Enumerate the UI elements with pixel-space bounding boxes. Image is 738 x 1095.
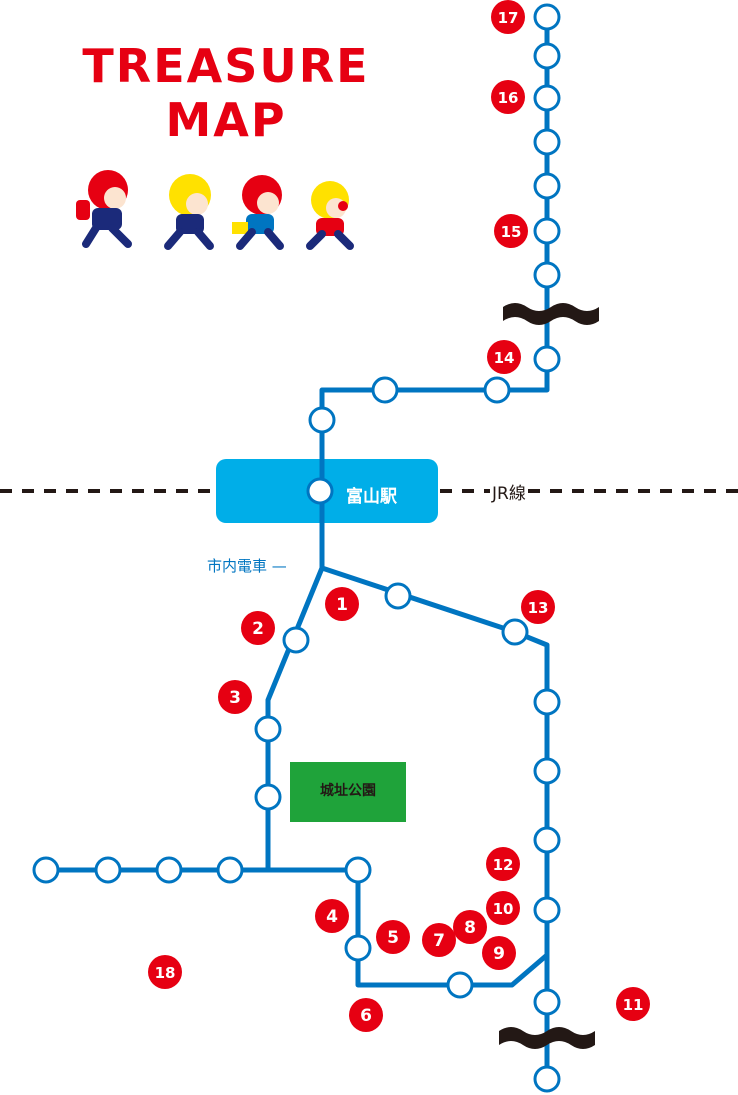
tram-stops — [32, 3, 561, 1093]
character-red-hair-runner — [76, 170, 132, 248]
spot-marker-1[interactable]: 1 — [325, 587, 359, 621]
character-red-hair-runner-with-book — [232, 175, 284, 250]
tram-label: 市内電車 — — [207, 557, 287, 575]
spot-number: 5 — [387, 928, 399, 948]
station-label: 富山駅 — [346, 487, 397, 507]
spot-number: 12 — [493, 856, 514, 874]
spot-number: 7 — [433, 931, 445, 951]
castle-park — [290, 762, 406, 822]
spot-marker-2[interactable]: 2 — [241, 611, 275, 645]
map-title-line-1: TREASURE — [82, 39, 370, 93]
park-label: 城址公園 — [320, 783, 376, 799]
spot-marker-6[interactable]: 6 — [349, 998, 383, 1032]
spot-marker-18[interactable]: 18 — [148, 955, 182, 989]
spot-number: 10 — [493, 900, 514, 918]
spot-number: 13 — [528, 599, 549, 617]
spot-marker-15[interactable]: 15 — [494, 214, 528, 248]
spot-marker-9[interactable]: 9 — [482, 936, 516, 970]
tram-label-text: 市内電車 — [207, 557, 268, 575]
spot-number: 17 — [498, 9, 519, 27]
character-blonde-runner — [164, 174, 214, 250]
spot-marker-11[interactable]: 11 — [616, 987, 650, 1021]
spot-marker-7[interactable]: 7 — [422, 923, 456, 957]
spot-number: 6 — [360, 1006, 372, 1026]
spot-number: 9 — [493, 944, 505, 964]
spot-number: 4 — [326, 907, 338, 927]
map-title-line-2: MAP — [165, 93, 287, 147]
spot-marker-17[interactable]: 17 — [491, 0, 525, 34]
jr-line-label: JR線 — [490, 479, 528, 504]
spot-number: 11 — [623, 996, 644, 1014]
line-break-top — [503, 303, 599, 325]
spot-marker-14[interactable]: 14 — [487, 340, 521, 374]
spot-marker-13[interactable]: 13 — [521, 590, 555, 624]
spot-marker-5[interactable]: 5 — [376, 920, 410, 954]
spot-number: 8 — [464, 918, 476, 938]
spot-marker-4[interactable]: 4 — [315, 899, 349, 933]
spot-marker-12[interactable]: 12 — [486, 847, 520, 881]
line-break-bottom — [499, 1027, 595, 1049]
spot-marker-10[interactable]: 10 — [486, 891, 520, 925]
spot-number: 16 — [498, 89, 519, 107]
spot-marker-3[interactable]: 3 — [218, 680, 252, 714]
spot-marker-16[interactable]: 16 — [491, 80, 525, 114]
spot-number: 2 — [252, 619, 264, 639]
spot-number: 15 — [501, 223, 522, 241]
spot-number: 18 — [155, 964, 176, 982]
spot-marker-8[interactable]: 8 — [453, 910, 487, 944]
character-blonde-runner-with-eyepatch — [306, 181, 354, 250]
spot-number: 14 — [494, 349, 515, 367]
spot-number: 1 — [336, 595, 348, 615]
spot-number: 3 — [229, 688, 241, 708]
